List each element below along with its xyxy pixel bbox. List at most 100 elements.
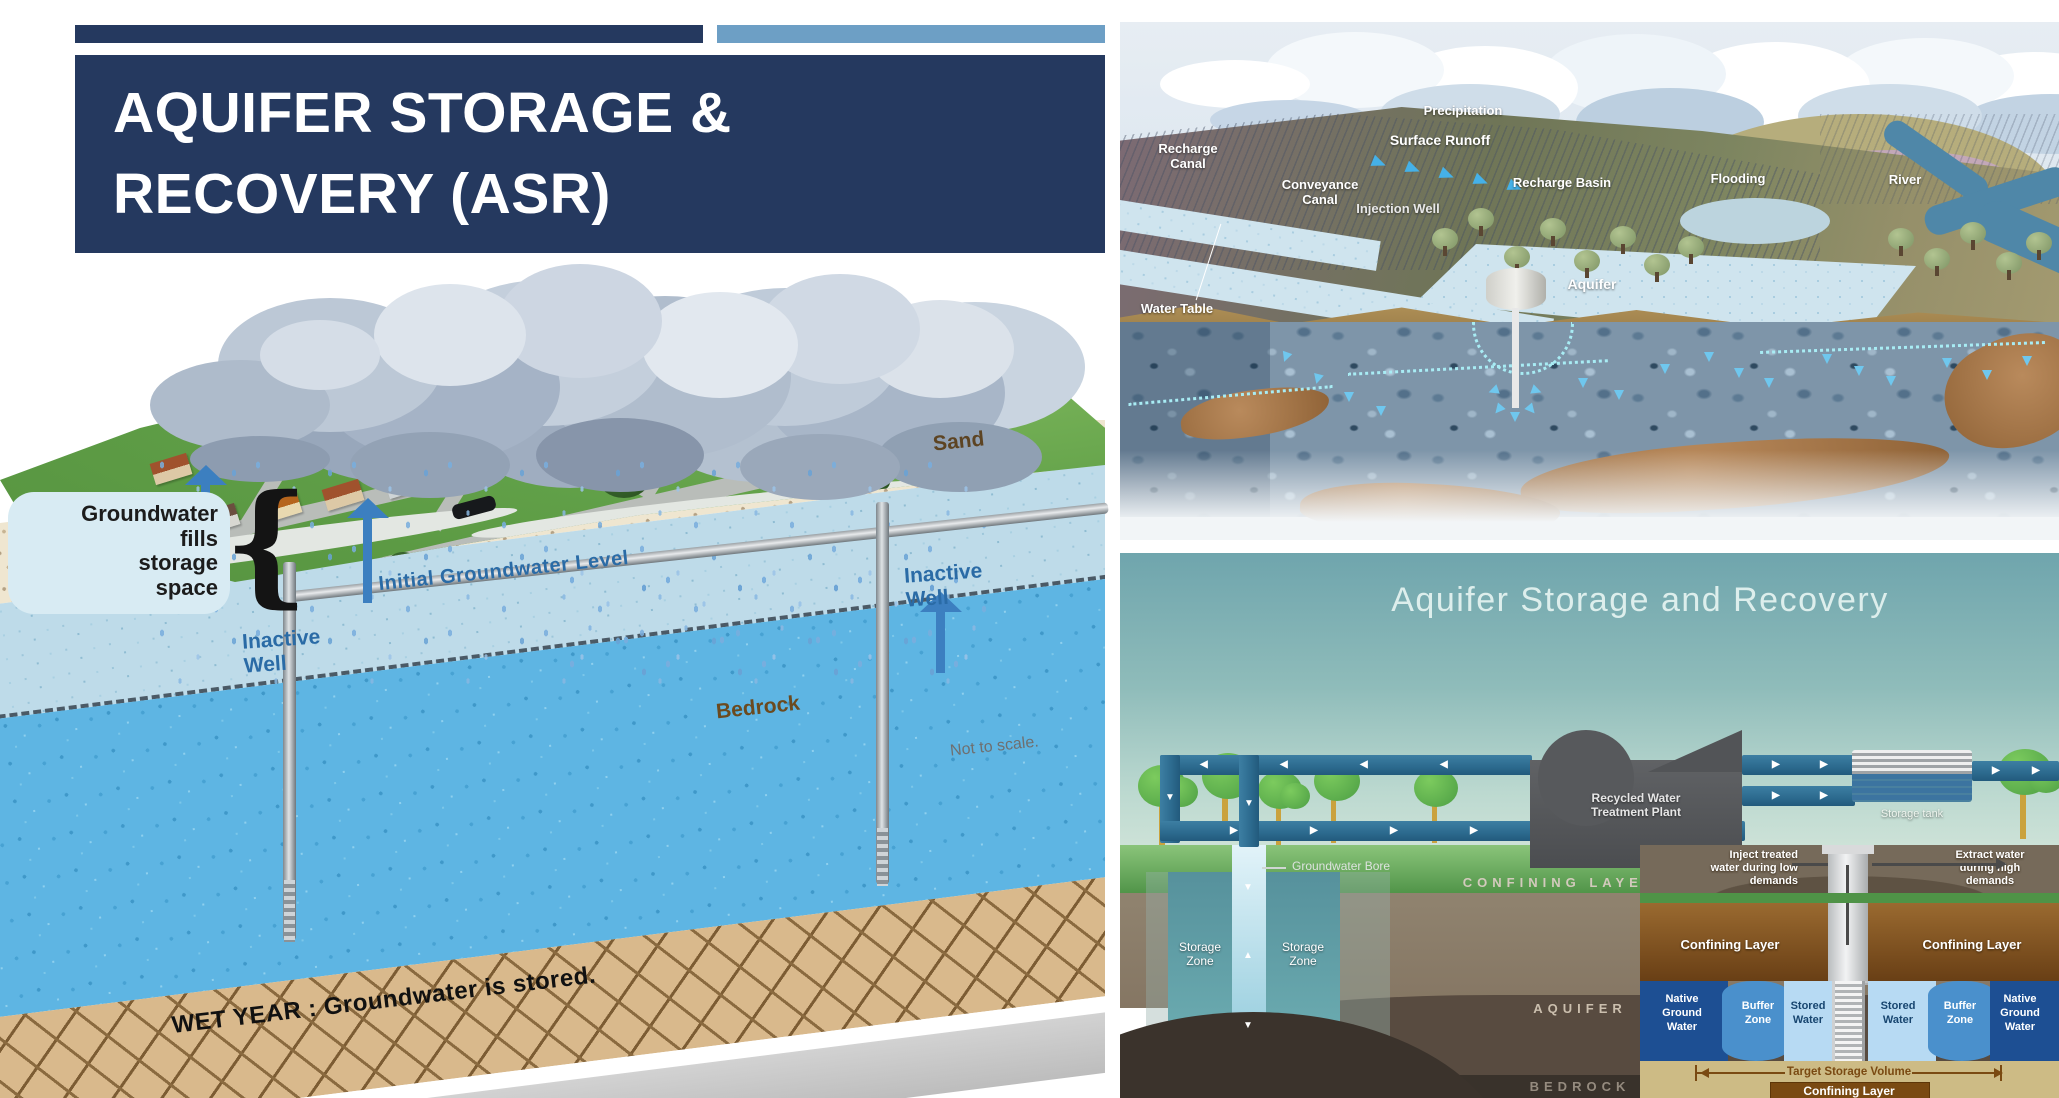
tree-icon	[1888, 228, 1914, 256]
tree-icon	[2026, 232, 2052, 260]
injection-well-structure	[1486, 268, 1546, 310]
infiltration-arrow-icon	[1660, 364, 1670, 379]
stored-right-label: Stored Water	[1880, 1000, 1916, 1026]
tree-icon	[1504, 246, 1530, 274]
asr-diagram: Aquifer Storage and Recovery	[1120, 553, 2059, 1098]
infiltration-arrow-icon	[1376, 406, 1386, 421]
infiltration-arrow-icon	[1734, 368, 1744, 383]
flow-arrow-icon: ▶	[1470, 825, 1478, 836]
storage-outer-column	[1146, 872, 1168, 1062]
inactive-well-pipe-right	[876, 502, 889, 884]
infiltration-arrow-icon	[1854, 366, 1864, 381]
tank-water	[1852, 774, 1972, 802]
flow-arrow-icon: ▶	[1390, 825, 1398, 836]
confining-bottom-label: Confining Layer	[1803, 1084, 1895, 1098]
extract-arrow-line	[1872, 863, 1998, 866]
confining-left-label: Confining Layer	[1680, 937, 1780, 952]
tree-icon	[1678, 236, 1704, 264]
inset-well-screen	[1832, 981, 1865, 1071]
rain-cloud	[260, 320, 380, 390]
house	[485, 380, 529, 414]
pipe-bore-drop	[1239, 755, 1259, 847]
infiltration-arrow-icon	[1704, 352, 1714, 367]
tree-icon	[1610, 226, 1636, 254]
storage-zone-right-label: Storage Zone	[1281, 940, 1325, 968]
asr-title: Aquifer Storage and Recovery	[1391, 581, 1889, 619]
infiltration-arrow-icon	[2022, 356, 2032, 371]
inset-well-cap	[1822, 845, 1874, 854]
bedrock-caps-label: BEDROCK	[1529, 1079, 1631, 1094]
buffer-left-label: Buffer Zone	[1741, 1000, 1775, 1026]
storage-zone-left-label: Storage Zone	[1178, 940, 1222, 968]
conveyance-canal-label: Conveyance Canal	[1281, 177, 1359, 207]
groundwater-fills-text: Groundwater fills storage space	[81, 501, 218, 600]
aquifer-caps-label: AQUIFER	[1533, 1001, 1627, 1016]
pipe-plant-to-tank-upper	[1742, 755, 1855, 775]
injection-well-pipe	[1512, 308, 1519, 408]
flow-arrow-icon: ▼	[1244, 798, 1254, 809]
page-title: AQUIFER STORAGE & RECOVERY (ASR)	[113, 81, 732, 226]
stored-right-column	[1868, 981, 1936, 1061]
native-right-label: Native Ground Water	[2000, 993, 2040, 1033]
native-right-column	[1990, 981, 2059, 1061]
flow-arrow-icon: ▼	[1243, 882, 1253, 893]
house	[537, 364, 581, 398]
flow-arrow-icon: ▶	[1310, 825, 1318, 836]
stored-left-column	[1784, 981, 1838, 1061]
stored-left-label: Stored Water	[1790, 1000, 1826, 1026]
target-arrow-right	[1994, 1068, 2008, 1078]
inject-arrow-line	[1792, 863, 1850, 866]
inactive-well-label-left: Inactive Well	[241, 625, 322, 678]
up-arrow-icon	[347, 498, 389, 518]
spray-arrow-icon	[1510, 412, 1520, 427]
target-arrow-left	[1695, 1068, 1709, 1078]
surface-runoff-label: Surface Runoff	[1389, 132, 1491, 148]
title-box: AQUIFER STORAGE & RECOVERY (ASR)	[75, 55, 1105, 253]
house	[373, 404, 417, 438]
tank-top	[1852, 750, 1972, 774]
flow-arrow-icon: ▶	[1772, 790, 1780, 801]
flow-arrow-icon: ◀	[1200, 759, 1208, 770]
storage-tank	[1852, 750, 1972, 802]
inject-down-stem2	[1846, 903, 1849, 945]
inject-label: Inject treated water during low demands	[1710, 849, 1798, 888]
recharge-basin-label: Recharge Basin	[1512, 175, 1612, 190]
groundwater-bore-label: Groundwater Bore	[1292, 859, 1391, 873]
infiltration-arrow-icon	[1822, 354, 1832, 369]
target-tick-left	[1695, 1065, 1697, 1081]
tree-icon	[1960, 222, 1986, 250]
buffer-right-column	[1928, 981, 1996, 1061]
target-line-left	[1697, 1072, 1785, 1074]
aquifer-label: Aquifer	[1567, 276, 1617, 292]
up-arrow-icon	[363, 517, 372, 603]
tree-icon	[1432, 228, 1458, 256]
tree-icon	[1924, 248, 1950, 276]
inset-confining-bottom-box	[1770, 1082, 1930, 1098]
infiltration-arrow-icon	[1344, 392, 1354, 407]
wet-year-diagram: Groundwater fills storage space { Initia…	[0, 240, 1110, 1098]
house	[597, 352, 641, 386]
infiltration-arrow-icon	[1886, 376, 1896, 391]
infiltration-arrow-icon	[1578, 378, 1588, 393]
flow-arrow-icon: ▲	[1243, 950, 1253, 961]
up-arrow-icon	[936, 611, 945, 673]
flow-arrow-icon: ▼	[1165, 792, 1175, 803]
bore-leader-line	[1262, 867, 1286, 869]
well-screen-left	[284, 880, 295, 942]
storage-tank-label: Storage tank	[1880, 808, 1944, 820]
bottom-fade	[1120, 450, 2059, 540]
target-line-right	[1912, 1072, 2000, 1074]
accent-bar-navy	[75, 25, 703, 43]
buffer-left-column	[1722, 981, 1790, 1061]
tree-icon	[1574, 250, 1600, 278]
flow-arrow-icon: ▶	[1820, 790, 1828, 801]
native-left-column	[1640, 981, 1728, 1061]
extract-label: Extract water during high demands	[1955, 849, 2025, 888]
plant-roof	[1648, 730, 1742, 772]
flow-arrow-icon: ▶	[1820, 759, 1828, 770]
tree-icon	[1468, 208, 1494, 236]
infiltration-arrow-icon	[1614, 390, 1624, 405]
recharge-canal-label: Recharge Canal	[1158, 141, 1218, 171]
injection-well-label: Injection Well	[1356, 201, 1440, 216]
